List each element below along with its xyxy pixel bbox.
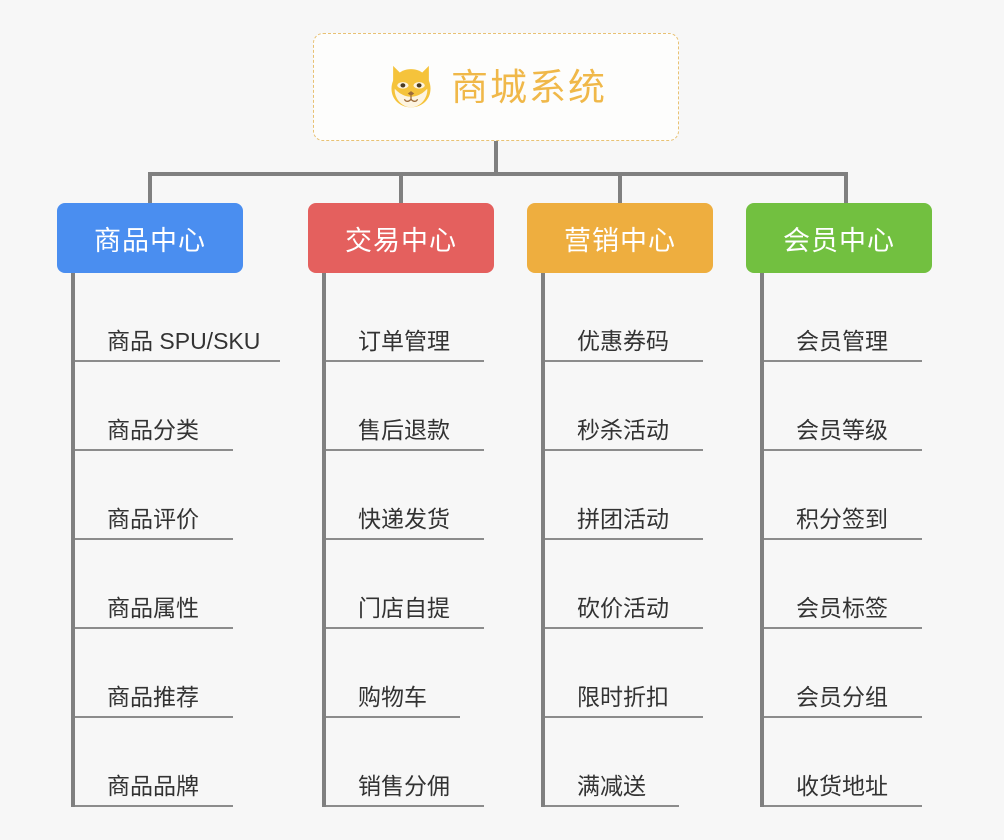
leaf-column-0: 商品 SPU/SKU 商品分类 商品评价 商品属性 商品推荐 商品品牌 [71,273,280,807]
leaf-item-label: 商品属性 [107,594,199,621]
connector-horizontal-bus [148,172,848,176]
connector-root-stem [494,141,498,174]
leaf-item-label: 商品 SPU/SKU [107,327,261,354]
leaf-item-label: 满减送 [577,772,646,799]
leaf-item[interactable]: 拼团活动 [545,451,703,540]
leaf-item-label: 订单管理 [358,327,450,354]
leaf-item[interactable]: 商品品牌 [75,718,233,807]
leaf-item-label: 收货地址 [796,772,888,799]
leaf-item-label: 砍价活动 [577,594,669,621]
connector-drop-1 [148,172,152,205]
leaf-item[interactable]: 购物车 [326,629,460,718]
category-box-3[interactable]: 会员中心 [746,203,932,273]
leaf-item[interactable]: 快递发货 [326,451,484,540]
leaf-item-label: 限时折扣 [577,683,669,710]
leaf-item[interactable]: 商品分类 [75,362,233,451]
leaf-item-label: 会员管理 [796,327,888,354]
leaf-item[interactable]: 限时折扣 [545,629,703,718]
leaf-item[interactable]: 优惠券码 [545,273,703,362]
leaf-item-label: 积分签到 [796,505,888,532]
leaf-item-label: 售后退款 [358,416,450,443]
leaf-item-label: 商品分类 [107,416,199,443]
root-node[interactable]: 商城系统 [313,33,679,141]
leaf-item-label: 会员等级 [796,416,888,443]
leaf-item[interactable]: 秒杀活动 [545,362,703,451]
leaf-column-1: 订单管理 售后退款 快递发货 门店自提 购物车 销售分佣 [322,273,484,807]
leaf-item-label: 快递发货 [358,505,450,532]
leaf-item[interactable]: 会员等级 [764,362,922,451]
connector-drop-3 [618,172,622,205]
category-label: 会员中心 [783,225,895,256]
leaf-item[interactable]: 门店自提 [326,540,484,629]
leaf-item[interactable]: 商品属性 [75,540,233,629]
leaf-item-label: 销售分佣 [358,772,450,799]
leaf-item[interactable]: 商品评价 [75,451,233,540]
shiba-dog-icon [391,65,431,108]
leaf-item[interactable]: 会员标签 [764,540,922,629]
connector-drop-4 [844,172,848,205]
leaf-item-label: 拼团活动 [577,505,669,532]
leaf-item-label: 门店自提 [358,594,450,621]
leaf-item-label: 商品评价 [107,505,199,532]
leaf-item[interactable]: 会员分组 [764,629,922,718]
leaf-item-label: 商品品牌 [107,772,199,799]
category-label: 交易中心 [345,225,457,256]
leaf-item[interactable]: 售后退款 [326,362,484,451]
category-box-0[interactable]: 商品中心 [57,203,243,273]
leaf-item-label: 秒杀活动 [577,416,669,443]
category-label: 商品中心 [94,225,206,256]
leaf-item[interactable]: 收货地址 [764,718,922,807]
leaf-item[interactable]: 销售分佣 [326,718,484,807]
category-label: 营销中心 [564,225,676,256]
leaf-item-label: 购物车 [358,683,427,710]
category-box-1[interactable]: 交易中心 [308,203,494,273]
leaf-column-2: 优惠券码 秒杀活动 拼团活动 砍价活动 限时折扣 满减送 [541,273,703,807]
leaf-item-label: 商品推荐 [107,683,199,710]
leaf-item[interactable]: 商品 SPU/SKU [75,273,280,362]
leaf-item[interactable]: 积分签到 [764,451,922,540]
leaf-item[interactable]: 订单管理 [326,273,484,362]
category-box-2[interactable]: 营销中心 [527,203,713,273]
leaf-item-label: 会员分组 [796,683,888,710]
leaf-item-label: 会员标签 [796,594,888,621]
leaf-item[interactable]: 商品推荐 [75,629,233,718]
connector-drop-2 [399,172,403,205]
leaf-column-3: 会员管理 会员等级 积分签到 会员标签 会员分组 收货地址 [760,273,922,807]
leaf-item-label: 优惠券码 [577,327,669,354]
leaf-item[interactable]: 会员管理 [764,273,922,362]
root-title: 商城系统 [451,66,607,108]
leaf-item[interactable]: 满减送 [545,718,679,807]
leaf-item[interactable]: 砍价活动 [545,540,703,629]
